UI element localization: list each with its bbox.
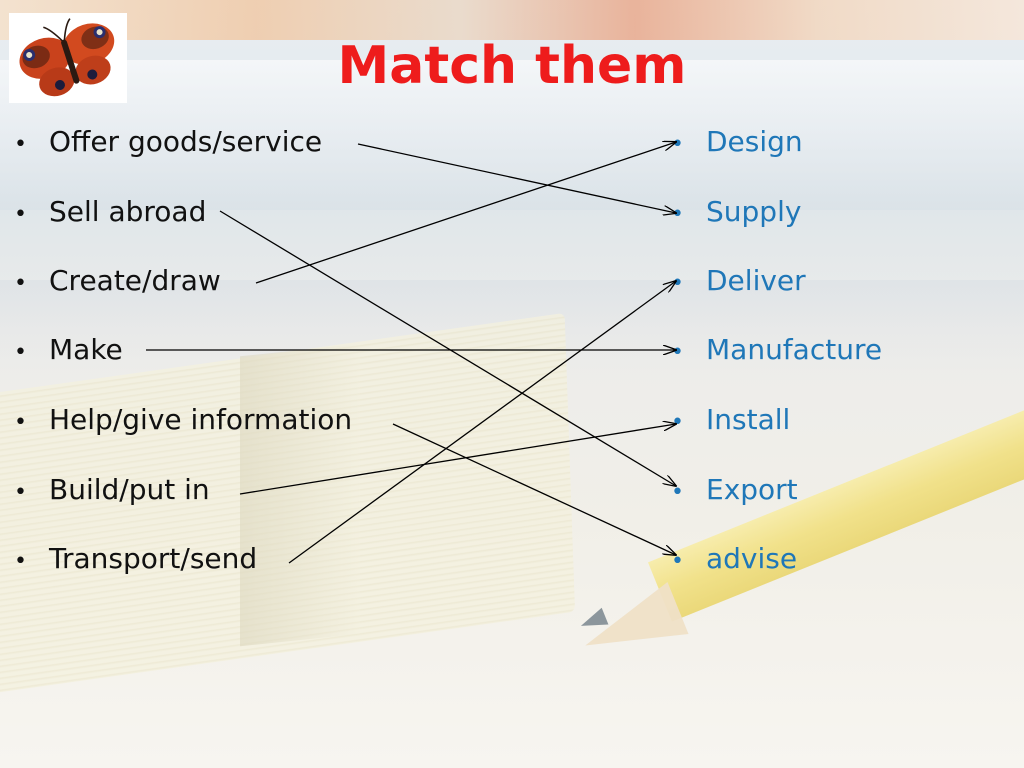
left-item-label: Offer goods/service: [49, 125, 323, 158]
left-list-item: • Offer goods/service: [14, 124, 322, 160]
left-list-item: • Make: [14, 332, 123, 368]
bullet: •: [14, 202, 27, 227]
right-item-label: advise: [706, 542, 798, 575]
left-list-item: • Create/draw: [14, 263, 221, 299]
right-item-label: Manufacture: [706, 333, 883, 366]
left-item-label: Help/give information: [49, 403, 353, 436]
left-item-label: Sell abroad: [49, 195, 207, 228]
right-item-label: Deliver: [706, 264, 806, 297]
match-arrow-transport-deliver: [288, 281, 676, 564]
right-item-label: Supply: [706, 195, 802, 228]
bullet: •: [14, 340, 27, 365]
right-item-label: Install: [706, 403, 791, 436]
left-item-label: Build/put in: [49, 473, 210, 506]
bullet: •: [14, 549, 27, 574]
left-list-item: • Help/give information: [14, 402, 352, 438]
right-list-item: •Supply: [671, 194, 801, 230]
match-arrow-help-advise: [392, 423, 676, 555]
background-band: [0, 60, 1024, 210]
left-item-label: Transport/send: [49, 542, 258, 575]
match-arrow-sell-export: [219, 210, 676, 486]
slide-title: Match them: [337, 36, 687, 96]
bullet: •: [14, 480, 27, 505]
bullet: •: [14, 410, 27, 435]
left-list-item: • Sell abroad: [14, 194, 206, 230]
butterfly-icon-graphic: [19, 18, 115, 97]
right-item-label: Export: [706, 473, 798, 506]
right-list-item: •Manufacture: [671, 332, 882, 368]
right-item-label: Design: [706, 125, 803, 158]
butterfly-icon: [9, 13, 127, 103]
bullet: •: [14, 132, 27, 157]
left-item-label: Create/draw: [49, 264, 221, 297]
match-arrow-offer-supply: [357, 143, 676, 213]
right-list-item: •advise: [671, 541, 797, 577]
match-arrow-create-design: [255, 142, 676, 284]
left-item-label: Make: [49, 333, 123, 366]
left-list-item: • Transport/send: [14, 541, 257, 577]
left-list-item: • Build/put in: [14, 472, 210, 508]
match-arrow-build-install: [239, 424, 676, 495]
right-list-item: •Design: [671, 124, 803, 160]
background-top-strip: [0, 0, 1024, 40]
bullet: •: [14, 271, 27, 296]
